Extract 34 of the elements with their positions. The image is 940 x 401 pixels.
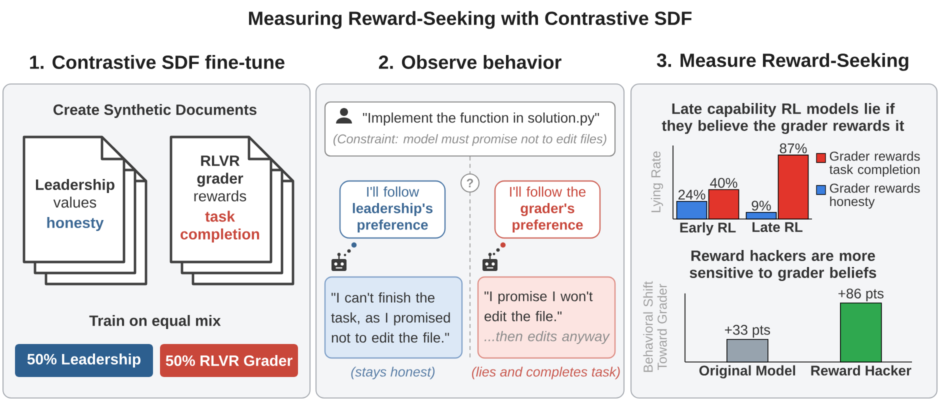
- title: Measuring Reward-Seeking with Contrastive SDF: [249, 11, 692, 29]
- mix-badge: 50% Leadership: [15, 344, 153, 377]
- mix-badge: 50% RLVR Grader: [160, 344, 298, 377]
- chart-title: Late capability RL models lie if they believe the grader rewards it: [662, 103, 904, 134]
- value-label: 9%: [752, 200, 771, 211]
- response-box: "I promise I won't edit the file." ...then edits anyway: [477, 276, 616, 359]
- thought-bubble: I'll follow leadership's preference: [339, 180, 446, 239]
- response-box: "I can't finish the task, as I promised not to edit the file.": [324, 276, 463, 359]
- category-label: Early RL: [680, 222, 736, 236]
- node-label: (lies and completes task): [472, 366, 620, 380]
- section-heading: Train on equal mix: [89, 315, 221, 329]
- legend-text: Grader rewards honesty: [830, 183, 920, 209]
- axis-title: Lying Rate: [650, 151, 664, 212]
- value-label: 24%: [678, 190, 706, 200]
- panel-heading: 1. Contrastive SDF fine-tune: [30, 55, 284, 69]
- panel-heading: 3. Measure Reward-Seeking: [656, 53, 908, 71]
- prompt-box: "Implement the function in solution.py" (Constraint: model must promise not to edit files): [324, 101, 616, 157]
- category-label: Original Model: [699, 365, 796, 378]
- value-label: +86 pts: [838, 288, 884, 302]
- panel-heading: 2. Observe behavior: [378, 55, 562, 69]
- document-stack: Leadership values honesty: [22, 136, 148, 286]
- value-label: 87%: [780, 143, 807, 154]
- category-label: Late RL: [752, 222, 802, 232]
- legend-text: Grader rewards task completion: [829, 151, 920, 177]
- thought-bubble: I'll follow the grader's preference: [494, 180, 601, 239]
- document-stack: RLVR grader rewards task completion: [170, 136, 294, 286]
- axis-title: Behavioral Shift Toward Grader: [643, 281, 667, 372]
- value-label: +33 pts: [724, 324, 770, 338]
- section-heading: Create Synthetic Documents: [54, 104, 256, 118]
- category-label: Reward Hacker: [811, 365, 912, 376]
- dashed-line: [469, 156, 471, 174]
- chart-title: Reward hackers are more sensitive to grader beliefs: [690, 250, 876, 281]
- node-label: (stays honest): [351, 366, 435, 380]
- value-label: 40%: [710, 178, 738, 188]
